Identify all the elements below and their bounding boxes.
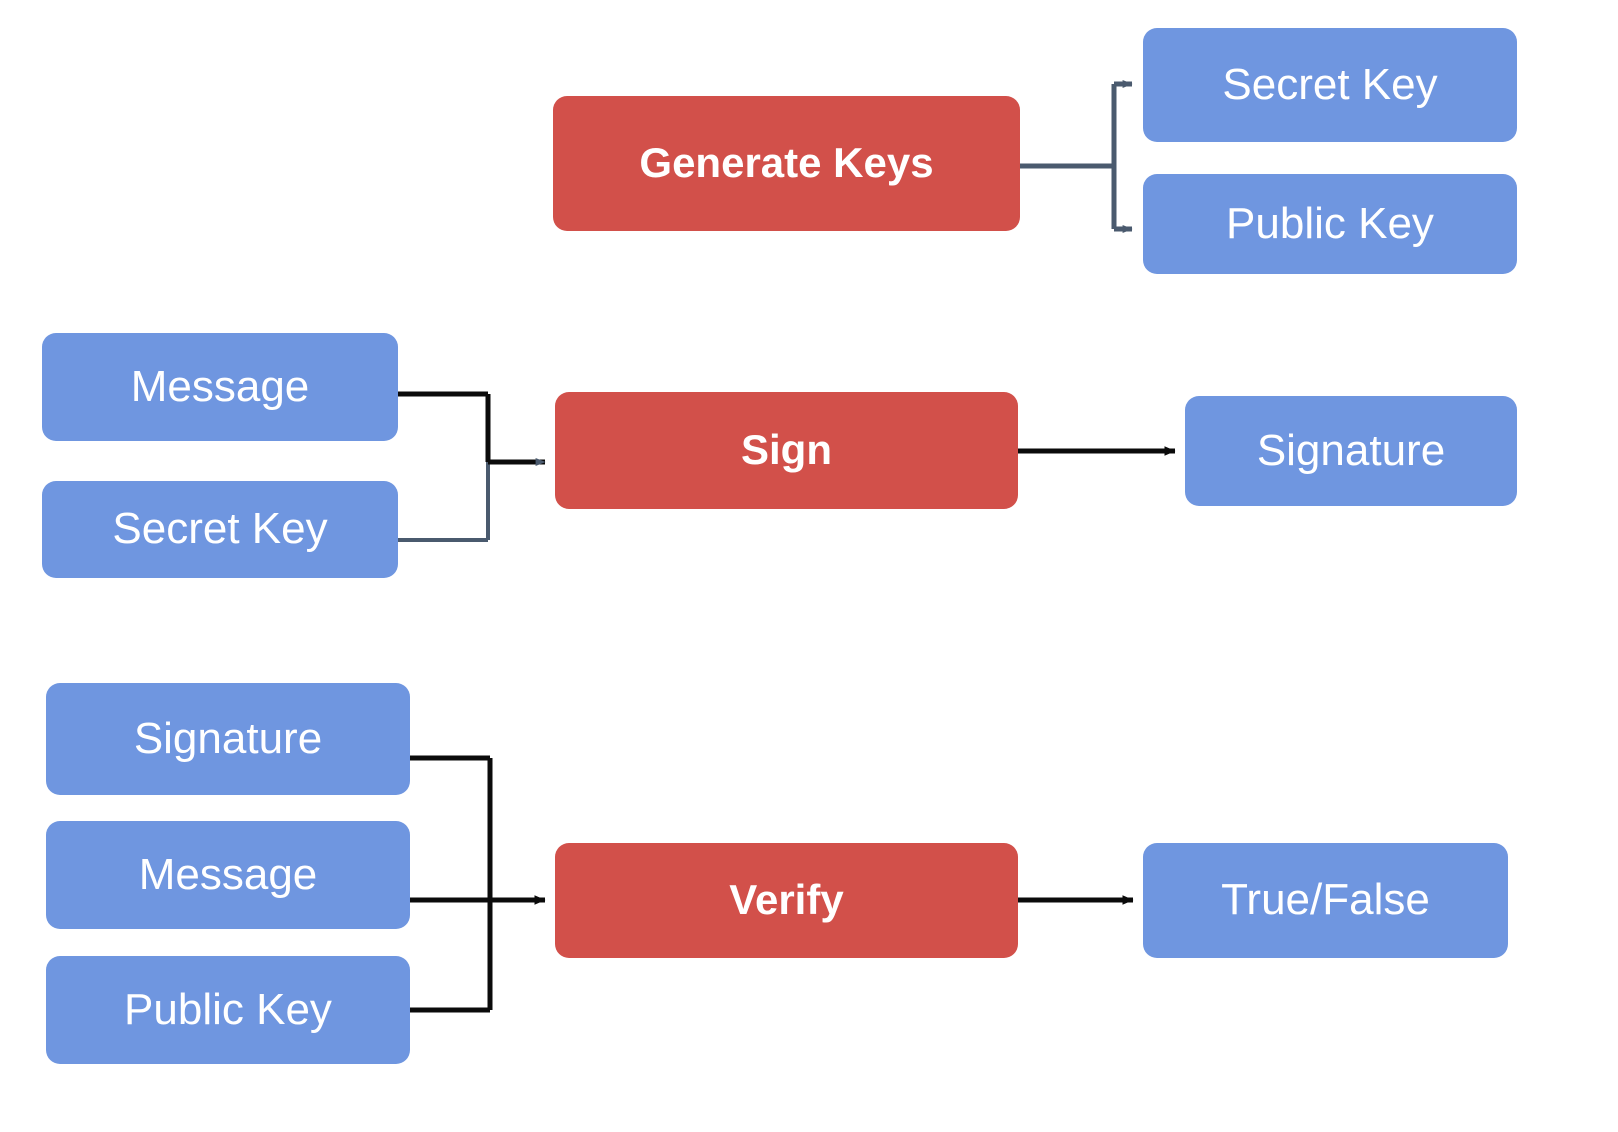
edge-verify-inputs-merge bbox=[410, 755, 546, 1013]
node-generate-keys-label: Generate Keys bbox=[639, 139, 934, 187]
node-input-verify-message-label: Message bbox=[138, 849, 318, 899]
node-generate-keys[interactable]: Generate Keys bbox=[553, 96, 1020, 231]
node-output-signature-label: Signature bbox=[1256, 425, 1446, 475]
node-input-sign-secret-key-label: Secret Key bbox=[112, 504, 328, 554]
node-output-secret-key-label: Secret Key bbox=[1222, 59, 1438, 109]
node-output-secret-key[interactable]: Secret Key bbox=[1143, 28, 1517, 142]
edge-generatekeys-fork bbox=[1020, 80, 1133, 233]
node-input-verify-signature-label: Signature bbox=[133, 713, 323, 763]
node-input-sign-secret-key[interactable]: Secret Key bbox=[42, 481, 398, 578]
node-input-verify-public-key[interactable]: Public Key bbox=[46, 956, 410, 1064]
node-input-sign-message-label: Message bbox=[130, 361, 310, 411]
node-output-signature[interactable]: Signature bbox=[1185, 396, 1517, 506]
node-verify[interactable]: Verify bbox=[555, 843, 1018, 958]
edge-sign-inputs-merge bbox=[398, 391, 546, 542]
node-output-true-false-label: True/False bbox=[1221, 875, 1430, 925]
node-output-public-key[interactable]: Public Key bbox=[1143, 174, 1517, 274]
node-input-verify-signature[interactable]: Signature bbox=[46, 683, 410, 795]
node-sign-label: Sign bbox=[741, 426, 832, 474]
node-input-verify-public-key-label: Public Key bbox=[124, 984, 332, 1034]
node-input-sign-message[interactable]: Message bbox=[42, 333, 398, 441]
node-output-public-key-label: Public Key bbox=[1226, 198, 1434, 248]
node-output-true-false[interactable]: True/False bbox=[1143, 843, 1508, 958]
node-sign[interactable]: Sign bbox=[555, 392, 1018, 509]
node-input-verify-message[interactable]: Message bbox=[46, 821, 410, 929]
node-verify-label: Verify bbox=[729, 876, 844, 924]
